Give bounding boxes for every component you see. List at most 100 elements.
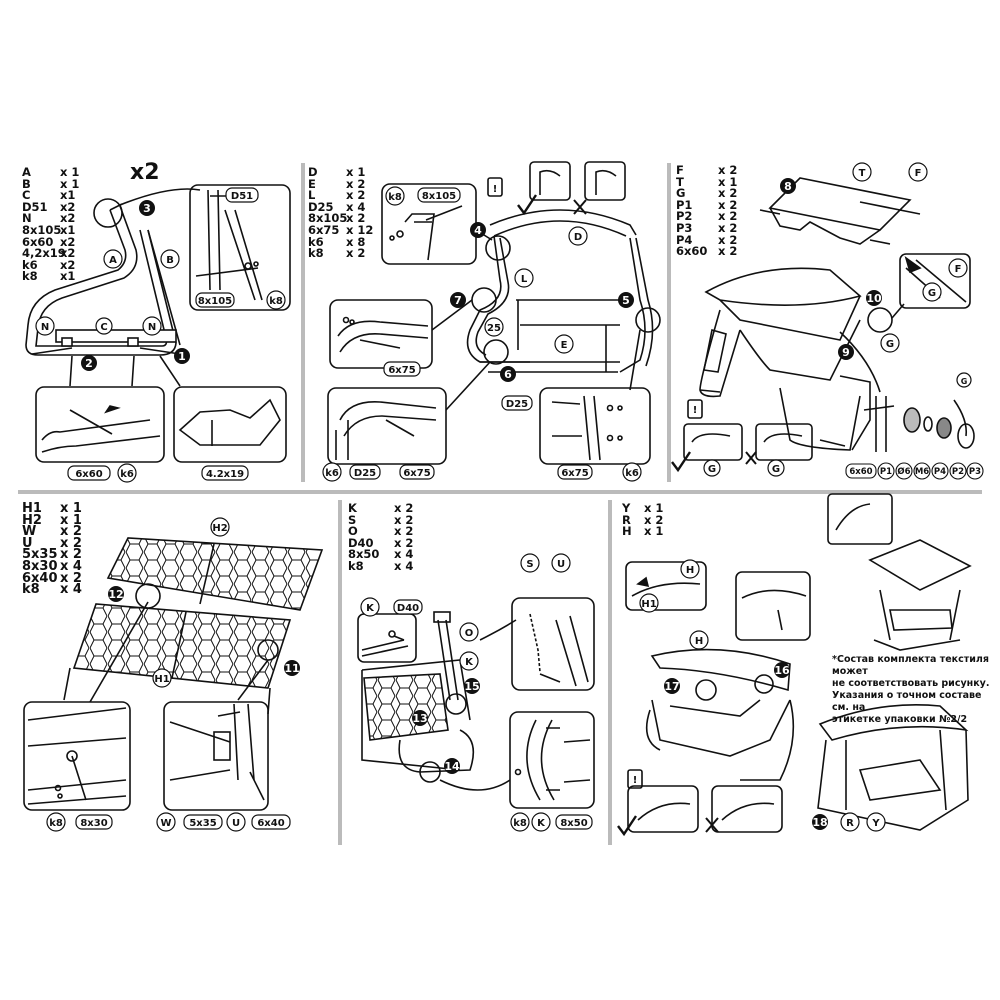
svg-text:16: 16 xyxy=(774,664,790,677)
svg-text:P4: P4 xyxy=(934,467,946,477)
part-qty: x 2 xyxy=(346,246,366,261)
svg-text:1: 1 xyxy=(178,350,186,363)
panel-2-steps: 4 5 6 7 xyxy=(450,222,634,382)
panel-2-frame-assembly xyxy=(327,161,661,465)
part-qty: x 4 xyxy=(394,558,414,573)
svg-text:Y: Y xyxy=(871,818,880,829)
svg-text:25: 25 xyxy=(487,323,501,334)
part-qty: x 12 xyxy=(346,222,374,237)
svg-text:D40: D40 xyxy=(397,603,419,614)
part-code: k8 xyxy=(22,269,38,284)
svg-text:10: 10 xyxy=(866,292,882,305)
panel-1-frame-assembly xyxy=(25,184,291,463)
part-code: A xyxy=(22,165,31,179)
svg-text:3: 3 xyxy=(143,202,151,215)
panel-4-labels: H2 H1 k8 8x30 W 5x35 U 6x40 xyxy=(46,517,291,832)
part-qty: x 2 xyxy=(394,524,414,539)
part-qty: x 2 xyxy=(394,535,414,550)
svg-text:U: U xyxy=(557,559,565,570)
svg-text:O: O xyxy=(465,628,474,639)
svg-text:11: 11 xyxy=(284,662,299,675)
svg-text:H: H xyxy=(686,565,694,576)
panel-2-labels: ! D L 25 E k8 8x105 6x75 k6 D25 6x75 D25… xyxy=(322,184,642,482)
svg-text:F: F xyxy=(955,264,962,275)
part-code: k8 xyxy=(308,246,324,261)
part-code: O xyxy=(348,524,358,539)
part-code: 8x50 xyxy=(348,547,380,562)
part-code: U xyxy=(22,535,33,551)
panel-3-steps: 8 9 10 xyxy=(780,178,882,360)
svg-text:15: 15 xyxy=(464,680,479,693)
svg-text:12: 12 xyxy=(108,588,123,601)
part-qty: x 2 xyxy=(718,232,738,247)
part-qty: x 1 xyxy=(60,501,82,516)
part-code: D25 xyxy=(308,199,334,214)
svg-text:8: 8 xyxy=(784,180,792,193)
part-qty: x 2 xyxy=(346,188,366,203)
svg-text:A: A xyxy=(109,255,117,266)
part-code: W xyxy=(22,524,37,540)
part-code: 8x105 xyxy=(308,211,348,226)
svg-text:G: G xyxy=(886,339,894,350)
svg-text:k6: k6 xyxy=(120,469,134,480)
svg-text:G: G xyxy=(961,377,968,386)
part-qty: x 1 xyxy=(60,512,82,528)
part-qty: x 1 xyxy=(718,174,738,189)
svg-text:G: G xyxy=(928,288,936,299)
part-qty: x 2 xyxy=(394,512,414,527)
svg-text:!: ! xyxy=(693,405,698,416)
svg-text:L: L xyxy=(521,274,528,285)
svg-text:13: 13 xyxy=(412,712,427,725)
svg-text:17: 17 xyxy=(664,680,679,693)
svg-text:H: H xyxy=(695,636,703,647)
svg-text:6x60: 6x60 xyxy=(75,469,102,480)
panel-5-labels: K D40 O K S U k8 K 8x50 xyxy=(360,553,593,832)
svg-text:N: N xyxy=(41,322,49,333)
svg-text:8x50: 8x50 xyxy=(560,818,587,829)
svg-text:4: 4 xyxy=(474,224,482,237)
panel-3-canopy-assembly xyxy=(671,177,975,473)
part-code: H2 xyxy=(22,512,42,528)
svg-text:M6: M6 xyxy=(915,467,929,477)
svg-text:F: F xyxy=(915,168,922,179)
svg-text:B: B xyxy=(166,255,174,266)
part-code: H1 xyxy=(22,501,42,516)
svg-text:6x75: 6x75 xyxy=(388,365,415,376)
part-code: 6x60 xyxy=(22,234,54,249)
part-code: K xyxy=(348,501,357,515)
part-qty: x 2 xyxy=(346,176,366,191)
svg-text:8x30: 8x30 xyxy=(80,818,107,829)
part-qty: x1 xyxy=(60,188,76,203)
part-qty: x 2 xyxy=(60,570,82,586)
part-code: G xyxy=(676,186,686,201)
part-qty: x 2 xyxy=(718,163,738,177)
svg-text:!: ! xyxy=(493,184,498,195)
svg-text:R: R xyxy=(846,818,854,829)
part-code: 6x75 xyxy=(308,222,340,237)
panel-5-hanging-assembly xyxy=(357,597,595,809)
part-qty: x 1 xyxy=(60,165,80,179)
panel-1-labels: A B C N N D51 8x105 k8 6x60 k6 4.2x19 xyxy=(35,187,286,483)
part-qty: x 2 xyxy=(718,209,738,224)
part-code: N xyxy=(22,211,32,226)
part-code: 8x105 xyxy=(22,222,62,237)
svg-text:k8: k8 xyxy=(269,296,283,307)
multiplier-x2: x2 xyxy=(130,160,160,185)
part-qty: x2 xyxy=(60,199,76,214)
svg-text:7: 7 xyxy=(454,294,462,307)
svg-text:D25: D25 xyxy=(354,468,376,479)
part-code: 6x40 xyxy=(22,570,58,586)
svg-text:N: N xyxy=(148,322,156,333)
part-qty: x1 xyxy=(60,222,76,237)
textile-note: *Состав комплекта текстиля может не соот… xyxy=(832,654,990,725)
svg-text:18: 18 xyxy=(812,816,827,829)
svg-text:P2: P2 xyxy=(952,467,964,477)
panel-3-hardware-labels: 6x60 P1 Ø6 M6 P4 P2 P3 xyxy=(845,462,984,480)
svg-text:H2: H2 xyxy=(212,523,227,534)
part-qty: x 1 xyxy=(644,524,664,539)
part-qty: x 2 xyxy=(644,512,664,527)
svg-text:W: W xyxy=(160,818,171,829)
svg-text:5x35: 5x35 xyxy=(189,818,216,829)
svg-text:6: 6 xyxy=(504,368,512,381)
part-code: P1 xyxy=(676,197,693,212)
